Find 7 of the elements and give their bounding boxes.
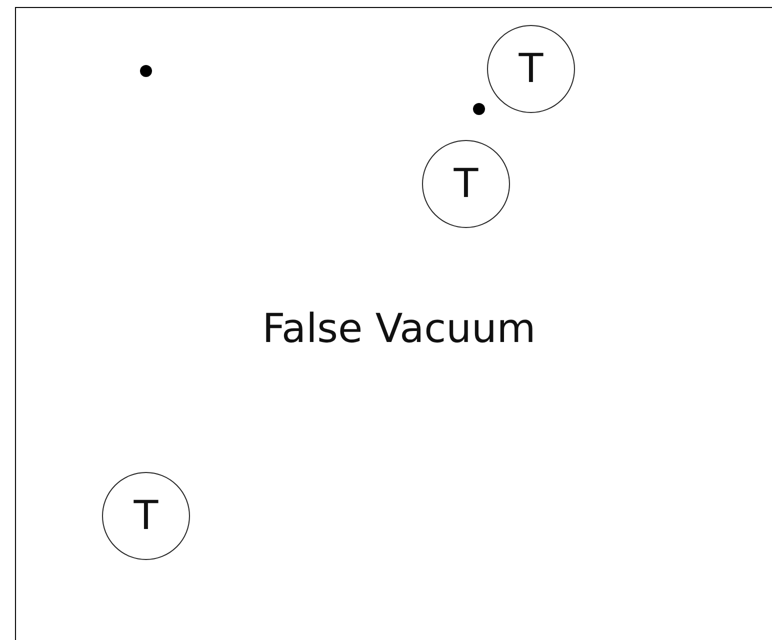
circle-label: T xyxy=(454,164,478,204)
point-dot xyxy=(473,103,485,115)
region-box xyxy=(15,7,772,640)
region-label: False Vacuum xyxy=(262,306,536,352)
circle-label: T xyxy=(518,49,544,89)
point-dot xyxy=(140,65,152,77)
circle-label: T xyxy=(134,496,158,536)
